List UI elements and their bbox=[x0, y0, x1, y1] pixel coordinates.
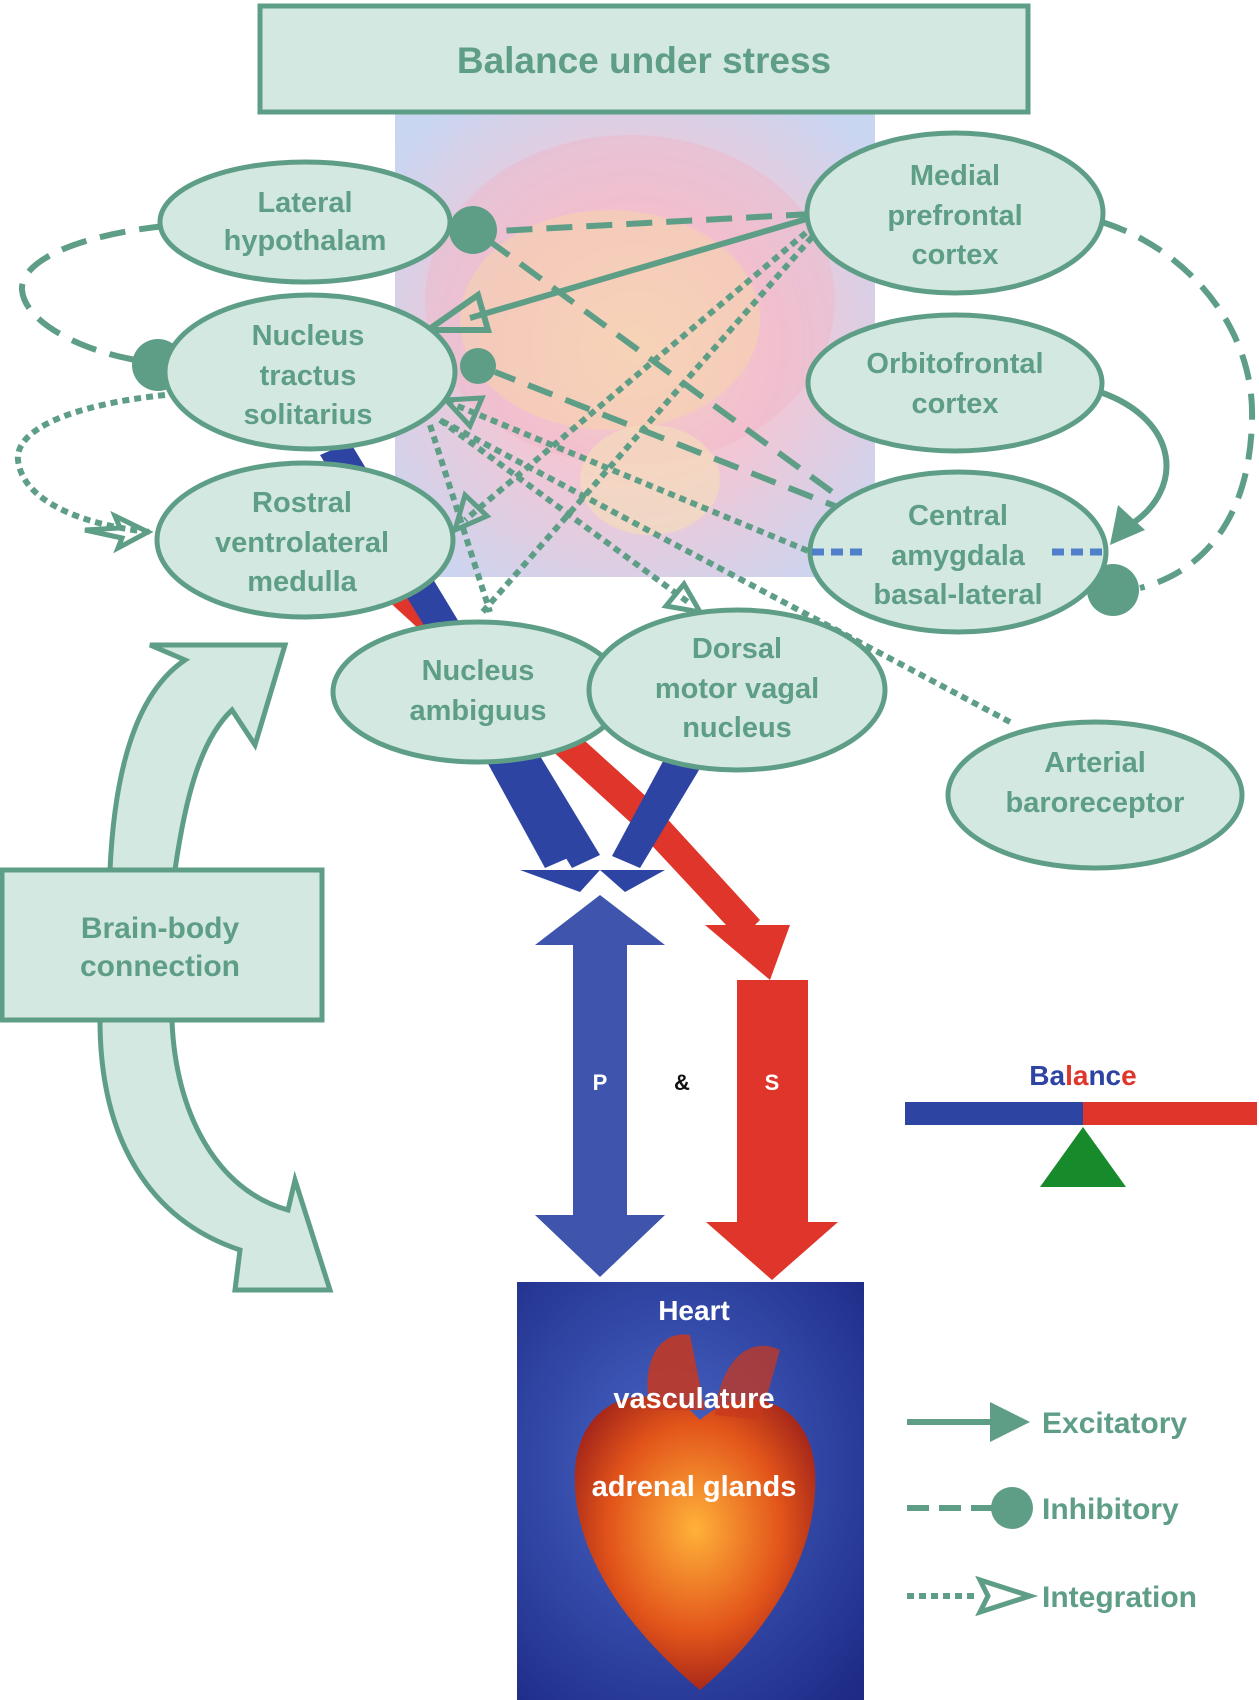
nts-line2: tractus bbox=[260, 360, 357, 392]
brain-body-line1: Brain-body bbox=[81, 912, 240, 945]
mpfc-to-lh bbox=[479, 211, 813, 235]
lateral-hypothalam-line2: hypothalam bbox=[224, 225, 387, 257]
balance-scale: Balance bbox=[905, 1060, 1257, 1187]
balance-beam-left bbox=[905, 1102, 1083, 1125]
balance-label: Balance bbox=[1029, 1060, 1136, 1091]
title-text: Balance under stress bbox=[457, 40, 831, 81]
legend-integration-head bbox=[975, 1575, 1039, 1617]
rvlm-line3: medulla bbox=[247, 566, 357, 598]
heart-image bbox=[517, 1282, 864, 1700]
ofc-to-amygdala bbox=[1099, 389, 1170, 528]
vasculature-label: vasculature bbox=[613, 1383, 774, 1415]
mpfc-to-nts-head bbox=[418, 290, 492, 333]
nts-line1: Nucleus bbox=[252, 320, 365, 352]
legend: Excitatory Inhibitory Integration bbox=[907, 1402, 1197, 1617]
balance-letters-3: nc bbox=[1088, 1060, 1121, 1091]
sympathetic-band-head bbox=[705, 925, 790, 980]
mpfc-to-nts bbox=[469, 215, 811, 321]
rvlm-line2: ventrolateral bbox=[215, 527, 389, 559]
mpfc-to-ambiguus bbox=[477, 226, 823, 617]
ambiguus-line2: ambiguus bbox=[410, 695, 547, 727]
sympathetic-label: S bbox=[765, 1070, 780, 1095]
rvlm-line1: Rostral bbox=[252, 487, 352, 519]
amygdala-to-nts-head bbox=[440, 395, 486, 431]
lh-loop-inhibitory bbox=[19, 223, 166, 365]
mpfc-to-rvlm bbox=[463, 222, 817, 523]
amygdala-line1: Central bbox=[908, 500, 1008, 532]
lh-to-amygdala bbox=[486, 237, 852, 508]
mpfc-to-lh-knob bbox=[449, 206, 497, 254]
amygdala-to-nts bbox=[493, 369, 852, 515]
balance-beam-right bbox=[1083, 1102, 1257, 1125]
ofc-to-amygdala-head bbox=[1110, 505, 1145, 545]
mpfc-to-rvlm-head bbox=[451, 490, 492, 535]
mpfc-loop-inhibitory bbox=[1101, 219, 1256, 591]
ambiguus-line1: Nucleus bbox=[422, 655, 535, 687]
baroreceptor-line1: Arterial bbox=[1044, 747, 1146, 779]
mpfc-line2: prefrontal bbox=[887, 200, 1022, 232]
dorsal-line2: motor vagal bbox=[655, 673, 819, 705]
nts-to-dorsal bbox=[438, 417, 690, 605]
balance-letters-4: e bbox=[1121, 1060, 1137, 1091]
sympathetic-outflow-arrow bbox=[706, 980, 838, 1280]
brain-image bbox=[395, 112, 875, 577]
parasympathetic-outflow-arrow bbox=[535, 895, 665, 1277]
node-rostral-ventrolateral-medulla: Rostral ventrolateral medulla bbox=[154, 460, 456, 620]
brain-body-up-arrow bbox=[107, 642, 289, 873]
heart-label: Heart bbox=[658, 1295, 730, 1326]
lateral-hypothalam-line1: Lateral bbox=[257, 187, 352, 219]
node-central-amygdala: Central amygdala basal-lateral bbox=[807, 469, 1109, 635]
node-dorsal-motor-vagal-nucleus: Dorsal motor vagal nucleus bbox=[586, 607, 888, 773]
node-nucleus-ambiguus: Nucleus ambiguus bbox=[330, 619, 626, 765]
baroreceptor-line2: baroreceptor bbox=[1006, 787, 1185, 819]
nts-loop-head bbox=[84, 510, 154, 554]
balance-letters-2: la bbox=[1065, 1060, 1089, 1091]
and-label: & bbox=[674, 1070, 690, 1095]
brain-body-box bbox=[0, 867, 325, 1023]
node-orbitofrontal-cortex: Orbitofrontal cortex bbox=[805, 312, 1105, 454]
mpfc-line1: Medial bbox=[910, 160, 1000, 192]
amygdala-to-nts-integration bbox=[446, 399, 832, 563]
parasympathetic-arrowhead-right bbox=[600, 870, 665, 892]
parasympathetic-arrowhead-left bbox=[520, 870, 600, 892]
nts-line3: solitarius bbox=[244, 399, 373, 431]
node-lateral-hypothalam: Lateral hypothalam bbox=[157, 159, 453, 285]
amygdala-line2: amygdala bbox=[891, 540, 1026, 572]
ofc-line1: Orbitofrontal bbox=[866, 348, 1043, 380]
amygdala-line3: basal-lateral bbox=[873, 579, 1042, 611]
amygdala-to-nts-knob bbox=[460, 348, 496, 384]
dorsal-line3: nucleus bbox=[682, 712, 792, 744]
title-box bbox=[257, 3, 1031, 115]
balance-letters-1: Ba bbox=[1029, 1060, 1065, 1091]
balance-fulcrum bbox=[1040, 1127, 1126, 1187]
legend-excitatory-head bbox=[990, 1402, 1030, 1442]
parasympathetic-band-dorsal bbox=[612, 752, 705, 868]
parasympathetic-label: P bbox=[593, 1070, 608, 1095]
node-nucleus-tractus-solitarius: Nucleus tractus solitarius bbox=[162, 292, 458, 452]
mpfc-line3: cortex bbox=[911, 239, 998, 271]
node-arterial-baroreceptor: Arterial baroreceptor bbox=[945, 719, 1245, 871]
nts-to-ambiguus bbox=[427, 424, 493, 613]
adrenal-glands-label: adrenal glands bbox=[592, 1471, 797, 1503]
legend-integration-label: Integration bbox=[1042, 1581, 1197, 1614]
dorsal-line1: Dorsal bbox=[692, 633, 782, 665]
legend-inhibitory-knob bbox=[991, 1487, 1033, 1529]
brain-body-down-arrow bbox=[97, 1017, 334, 1293]
legend-excitatory-label: Excitatory bbox=[1042, 1407, 1187, 1440]
node-medial-prefrontal-cortex: Medial prefrontal cortex bbox=[804, 130, 1106, 296]
ofc-line2: cortex bbox=[911, 388, 998, 420]
nts-loop-integration bbox=[14, 392, 166, 535]
legend-inhibitory-label: Inhibitory bbox=[1042, 1493, 1179, 1526]
brain-body-line2: connection bbox=[80, 950, 240, 983]
nts-to-dorsal-head bbox=[661, 579, 705, 616]
